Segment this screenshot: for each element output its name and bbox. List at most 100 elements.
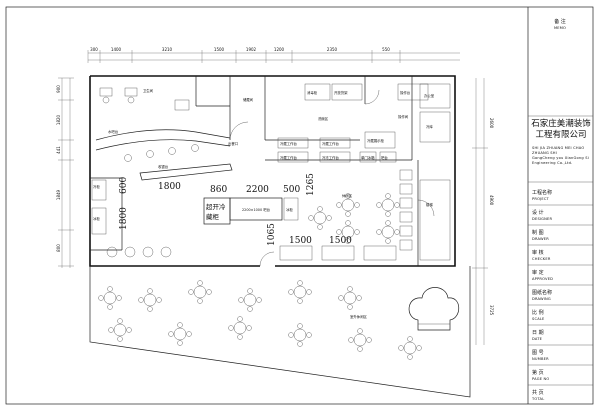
left-dim: 1849: [56, 189, 61, 200]
title-field-en: DRAWER: [532, 237, 549, 241]
booth-seat: [399, 197, 413, 209]
equipment-7: 冷冻工作台: [322, 155, 340, 160]
outdoor-chair: [107, 304, 113, 310]
dining-chair: [345, 238, 351, 244]
outdoor-chair: [398, 345, 404, 351]
front-desk: 收银台: [139, 163, 233, 181]
right-dim-1: 2600: [489, 118, 494, 129]
outdoor-chair: [297, 280, 303, 286]
title-field-cn: 工程名称: [532, 189, 552, 196]
dining-chair: [317, 224, 323, 230]
outdoor-chair: [338, 295, 344, 301]
outdoor-chair: [228, 325, 234, 331]
equipment-6: 冷藏工作台: [280, 155, 298, 160]
outdoor-chair: [247, 288, 253, 294]
outdoor-chair: [347, 304, 353, 310]
booth-seat: [399, 183, 413, 195]
outdoor-chair: [237, 334, 243, 340]
equipment-5: 冷藏工作台: [322, 141, 340, 146]
outdoor-chair: [306, 289, 312, 295]
water-bar-label: 水吧台: [108, 129, 119, 134]
company-en-4: Engineering Co.,Ltd.: [532, 161, 572, 165]
dim-1065: 1065: [267, 223, 277, 246]
outdoor-table: [103, 291, 117, 305]
equipment-10: 吧台: [381, 155, 388, 160]
title-block: 备 注 MEMO 石家庄美潮装饰 工程有限公司 SHI JIA ZHUANG M…: [528, 18, 593, 401]
outdoor-chair: [238, 297, 244, 303]
fridge-label-1: 超开冷: [206, 202, 226, 211]
company-name-line-2: 工程有限公司: [535, 129, 586, 140]
right-dimension-line: 2600 4900 3725: [472, 78, 494, 345]
left-cabinets: 冷柜 冰柜: [91, 179, 107, 235]
title-field-en: APPROVED: [532, 277, 553, 281]
dining-table: [341, 225, 355, 239]
dining-chair: [376, 202, 382, 208]
dish-area-label: 洗碗区: [318, 116, 329, 121]
title-field-cn: 审 核: [532, 249, 544, 256]
dining-table: [341, 198, 355, 212]
dining-chair: [308, 215, 314, 221]
stools-row: [106, 246, 172, 258]
outdoor-chair: [297, 298, 303, 304]
title-field-en: DRAWING: [532, 297, 551, 301]
outdoor-chair: [247, 306, 253, 312]
memo-cn: 备 注: [554, 18, 566, 25]
stairs: 楼梯: [419, 179, 451, 261]
outdoor-chair: [366, 337, 372, 343]
company-en-1: SHI JIA ZHUANG MEI CHAO: [532, 146, 584, 150]
dining-chair: [385, 220, 391, 226]
booth-seat: [399, 169, 413, 181]
outdoor-chair: [297, 323, 303, 329]
outdoor-chair: [256, 297, 262, 303]
outdoor-table: [143, 293, 157, 307]
storage-label: 储藏间: [243, 97, 254, 102]
outdoor-chair: [288, 332, 294, 338]
booth-seat: [399, 225, 413, 237]
booth-seat: [399, 211, 413, 223]
equipment-9: 单门冰箱: [361, 155, 375, 160]
title-field-en: PAGE NO: [532, 377, 549, 381]
title-field-cn: 第 页: [532, 369, 544, 376]
equipment-3: 操作台: [400, 90, 411, 95]
front-desk-label: 收银台: [158, 164, 169, 169]
title-field-en: NUMBER: [532, 357, 549, 361]
dim-2200: 2200: [246, 185, 269, 195]
outdoor-chair: [357, 328, 363, 334]
dining-chair: [326, 215, 332, 221]
left-cabinet-label: 冷柜: [93, 184, 100, 189]
outdoor-chair: [348, 337, 354, 343]
outdoor-chair: [116, 295, 122, 301]
dim-1800-vertical: 1800: [119, 207, 129, 230]
outdoor-chair: [306, 332, 312, 338]
outdoor-table: [193, 285, 207, 299]
outdoor-chair: [177, 322, 183, 328]
right-dim-3: 3725: [489, 305, 494, 316]
title-field-cn: 日 期: [532, 330, 544, 336]
title-field-cn: 审 定: [532, 269, 544, 276]
dining-chair: [376, 229, 382, 235]
outdoor-chair: [297, 341, 303, 347]
outdoor-chair: [186, 331, 192, 337]
title-field-cn: 比 例: [532, 309, 544, 316]
top-dim: 1200: [274, 47, 285, 52]
dining-chair: [336, 229, 342, 235]
dim-600-vertical: 600: [119, 177, 129, 194]
stairs-label: 楼梯: [426, 202, 433, 207]
outdoor-chair: [356, 295, 362, 301]
equipment-4: 冷藏工作台: [280, 141, 298, 146]
dining-chair: [354, 229, 360, 235]
window-label: 出餐口: [228, 141, 238, 146]
outdoor-chair: [188, 289, 194, 295]
top-dim: 1902: [246, 47, 257, 52]
title-field-cn: 制 图: [532, 229, 544, 236]
right-dim-2: 4900: [489, 195, 494, 206]
left-cabinet-label-2: 冰柜: [93, 216, 100, 221]
title-field-cn: 共 页: [532, 389, 544, 396]
dining-area-label: 休闲区: [342, 193, 353, 198]
top-dim: 550: [382, 47, 390, 52]
dining-chair: [317, 206, 323, 212]
dining-table: [313, 211, 327, 225]
kitchen-equipment: 消毒柜 开放货架 操作台 冷藏工作台 冷藏工作台 冷藏工作台 冷冻工作台 冷藏展…: [277, 83, 451, 163]
water-bar-counter: 水吧台: [95, 129, 231, 162]
